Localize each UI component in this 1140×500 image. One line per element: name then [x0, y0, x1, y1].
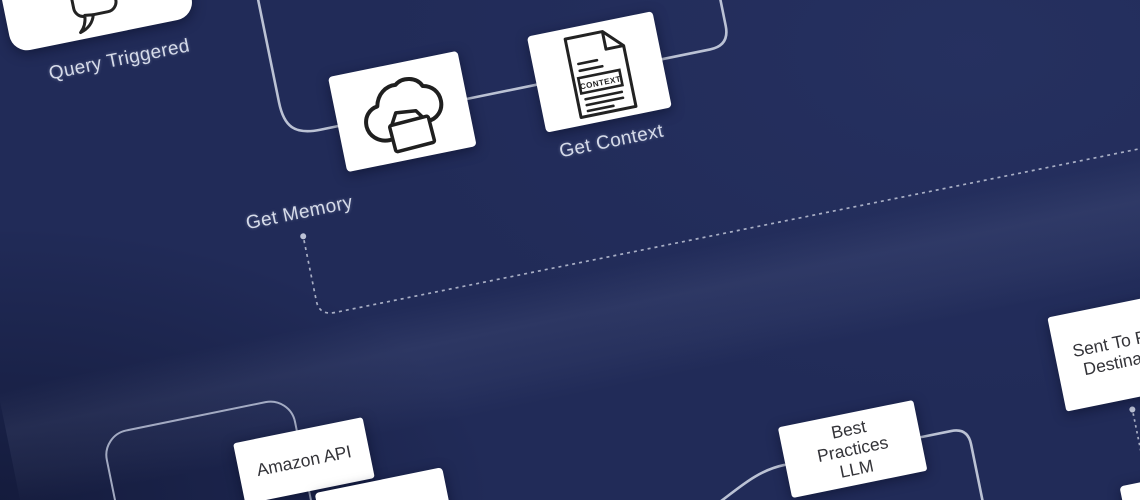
connector-dot-destination [1129, 406, 1136, 413]
chat-bubble-icon [68, 0, 118, 35]
connector-top-to-memory [250, 0, 340, 133]
amazon-api-text: Amazon API [254, 441, 354, 480]
connector-to-best-practices [657, 463, 786, 500]
connector-dot-memory [300, 233, 307, 240]
cloud-folder-icon [364, 77, 444, 154]
connector-memory-dashed [303, 107, 1140, 314]
node-get-context[interactable]: CONTEXT [526, 11, 672, 133]
destination-text: Sent To Final Destination [1070, 320, 1140, 380]
node-query-triggered[interactable] [0, 0, 196, 54]
node-get-memory[interactable] [327, 50, 477, 173]
connector-best-practices-down [920, 429, 992, 500]
best-practices-llm-text: Best Practices LLM [815, 415, 890, 482]
context-document-icon: CONTEXT [563, 30, 638, 120]
connector-context-to-top [660, 0, 728, 61]
connector-destination-dotted [1132, 413, 1140, 484]
connector-memory-to-context [465, 83, 538, 101]
